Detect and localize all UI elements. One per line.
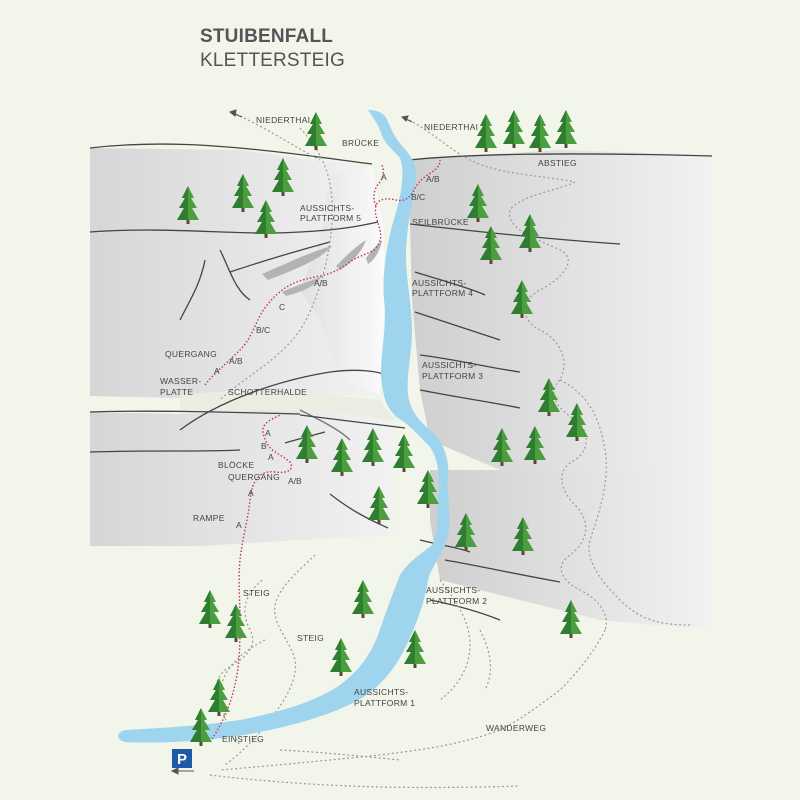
rock-bands: [90, 148, 712, 630]
label-abstieg: ABSTIEG: [538, 158, 577, 168]
grade-label: A: [381, 172, 387, 182]
tree-icon: [330, 638, 352, 676]
parking-icon: [172, 749, 192, 768]
label-aussichtsplattform-1-line2: PLATTFORM 1: [354, 698, 415, 708]
map-subtitle: KLETTERSTEIG: [200, 50, 345, 71]
label-quergang-lower: QUERGANG: [228, 472, 280, 482]
label-steig-1: STEIG: [243, 588, 270, 598]
grade-label: B/C: [256, 325, 270, 335]
label-wasserplatte-line1: WASSER-: [160, 376, 201, 386]
label-aussichtsplattform-4-line2: PLATTFORM 4: [412, 288, 473, 298]
tree-icon: [352, 580, 374, 618]
label-quergang-upper: QUERGANG: [165, 349, 217, 359]
tree-icon: [225, 604, 247, 642]
tree-icon: [208, 678, 230, 716]
klettersteig-route: [204, 159, 441, 743]
label-bloecke: BLÖCKE: [218, 460, 254, 470]
parking-label: P: [177, 751, 187, 768]
label-niederthai-right: NIEDERTHAI: [424, 122, 478, 132]
label-bruecke: BRÜCKE: [342, 138, 379, 148]
parking-sign[interactable]: P: [172, 749, 192, 768]
grade-label: A/B: [288, 476, 302, 486]
direction-arrows: [170, 109, 413, 775]
label-einstieg: EINSTIEG: [222, 734, 264, 744]
ridge-lines: [89, 143, 713, 621]
tree-icon: [529, 114, 551, 152]
label-aussichtsplattform-2-line2: PLATTFORM 2: [426, 596, 487, 606]
map-title: STUIBENFALL: [200, 26, 334, 47]
tree-icon: [503, 110, 525, 148]
grade-label: A: [236, 520, 242, 530]
label-aussichtsplattform-4-line1: AUSSICHTS-: [412, 278, 466, 288]
grade-label: A: [268, 452, 274, 462]
label-aussichtsplattform-3-line2: PLATTFORM 3: [422, 371, 483, 381]
tree-icon: [475, 114, 497, 152]
grade-label: B: [261, 441, 267, 451]
label-aussichtsplattform-1-line1: AUSSICHTS-: [354, 687, 408, 697]
grade-label: A: [248, 488, 254, 498]
tree-icon: [393, 434, 415, 472]
grade-label: C: [279, 302, 285, 312]
tree-icon: [555, 110, 577, 148]
grade-label: A/B: [229, 356, 243, 366]
grade-label: A/B: [314, 278, 328, 288]
label-aussichtsplattform-2-line1: AUSSICHTS-: [426, 585, 480, 595]
label-wanderweg: WANDERWEG: [486, 723, 546, 733]
label-steig-2: STEIG: [297, 633, 324, 643]
label-rampe: RAMPE: [193, 513, 225, 523]
grade-label: A: [214, 366, 220, 376]
label-aussichtsplattform-3-line1: AUSSICHTS-: [422, 360, 476, 370]
label-seilbruecke: SEILBRÜCKE: [412, 217, 469, 227]
label-niederthai-left: NIEDERTHAI: [256, 115, 310, 125]
grade-label: A: [265, 428, 271, 438]
grade-label: B/C: [411, 192, 425, 202]
label-wasserplatte-line2: PLATTE: [160, 387, 193, 397]
difficulty-grades: A A/B B/C A/B C B/C A/B A A B A A/B A A: [214, 172, 440, 530]
grade-label: A/B: [426, 174, 440, 184]
rock-slabs: [262, 240, 382, 296]
place-labels: NIEDERTHAI NIEDERTHAI BRÜCKE ABSTIEG AUS…: [160, 115, 577, 744]
label-aussichtsplattform-5-line2: PLATTFORM 5: [300, 213, 361, 223]
label-schotterhalde: SCHOTTERHALDE: [228, 387, 307, 397]
label-aussichtsplattform-5-line1: AUSSICHTS-: [300, 203, 354, 213]
tree-icon: [199, 590, 221, 628]
